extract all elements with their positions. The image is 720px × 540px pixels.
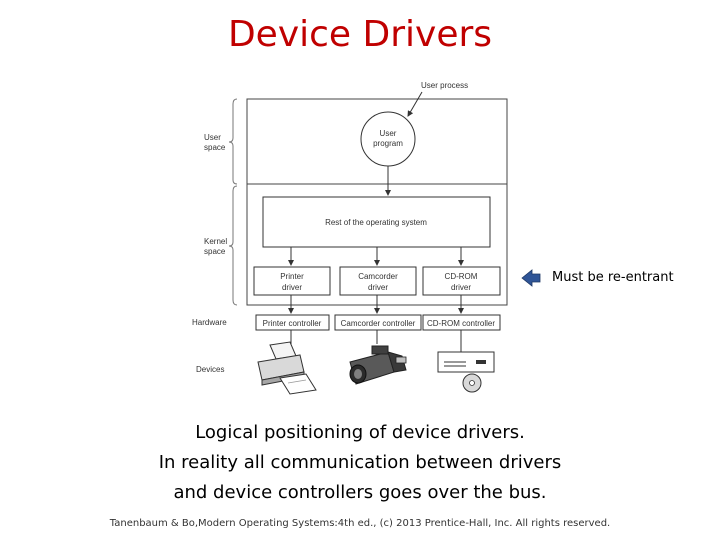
cdrom-driver-label-2: driver <box>451 283 471 292</box>
camcorder-driver-box <box>339 266 417 296</box>
camcorder-controller-box <box>334 314 422 331</box>
rest-of-os-box <box>262 196 491 248</box>
caption-line-3: and device controllers goes over the bus… <box>173 482 547 503</box>
user-process-label: User process <box>421 81 468 90</box>
caption-line-2: In reality all communication between dri… <box>158 452 562 473</box>
caption: Logical positioning of device drivers. I… <box>0 418 720 508</box>
printer-controller-label: Printer controller <box>263 319 322 328</box>
cd-disc-icon <box>462 373 482 393</box>
printer-driver-label-2: driver <box>282 283 302 292</box>
printer-icon <box>257 341 317 395</box>
copyright-credit: Tanenbaum & Bo,Modern Operating Systems:… <box>109 518 611 529</box>
user-space-brace <box>228 98 238 185</box>
kernel-space-label-1: Kernel <box>204 237 227 246</box>
user-program-label-1: User <box>380 129 397 138</box>
camcorder-driver-label-2: driver <box>368 283 388 292</box>
cdrom-driver-label-1: CD-ROM <box>445 272 478 281</box>
printer-controller-box <box>255 314 330 331</box>
hardware-label: Hardware <box>192 318 227 327</box>
cdrom-controller-label: CD-ROM controller <box>427 319 495 328</box>
cdrom-driver-box <box>422 266 501 296</box>
callout-arrow-icon <box>521 269 541 287</box>
slide-title: Device Drivers <box>227 14 493 55</box>
caption-line-1: Logical positioning of device drivers. <box>195 422 525 443</box>
cdrom-drive-icon <box>437 351 495 373</box>
camcorder-controller-label: Camcorder controller <box>341 319 416 328</box>
camcorder-driver-label-1: Camcorder <box>358 272 398 281</box>
printer-driver-label-1: Printer <box>280 272 304 281</box>
reentrant-callout: Must be re-entrant <box>552 270 674 285</box>
printer-driver-box <box>253 266 331 296</box>
kernel-space-label-2: space <box>204 247 226 256</box>
camcorder-icon <box>349 345 407 385</box>
user-process-arrow <box>407 91 423 117</box>
user-space-label-1: User <box>204 133 221 142</box>
kernel-space-brace <box>228 185 238 306</box>
devices-label: Devices <box>196 365 224 374</box>
user-space-label-2: space <box>204 143 226 152</box>
user-program-label-2: program <box>373 139 403 148</box>
rest-of-os-label: Rest of the operating system <box>325 218 427 227</box>
